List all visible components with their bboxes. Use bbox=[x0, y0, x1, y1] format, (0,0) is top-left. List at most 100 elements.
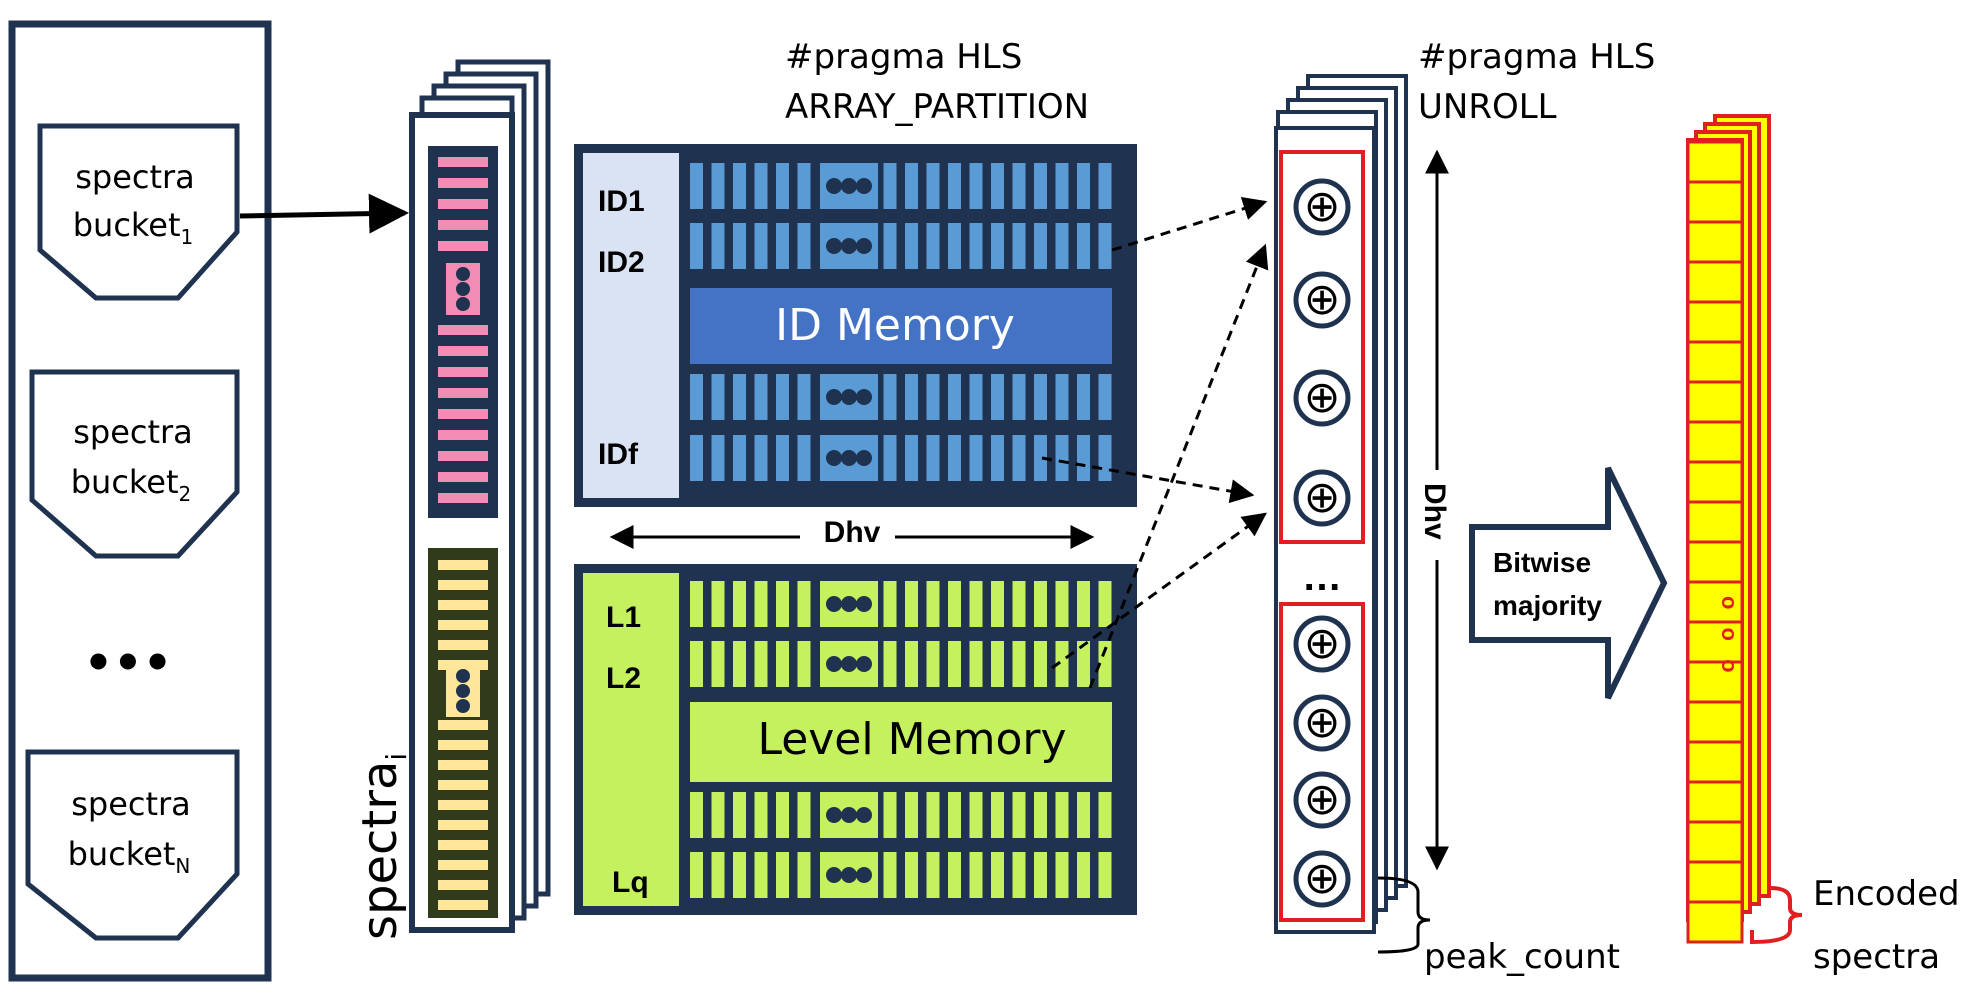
level-memory-bar bbox=[733, 641, 746, 687]
encoded-cell bbox=[1686, 740, 1744, 784]
dhv-vertical-label: Dhv bbox=[1418, 483, 1451, 540]
level-memory-bar bbox=[905, 852, 918, 898]
id-memory-bar bbox=[711, 374, 725, 420]
id-memory-dot bbox=[826, 238, 842, 254]
id-memory-dot bbox=[841, 389, 857, 405]
id-memory-bar bbox=[883, 374, 897, 420]
level-memory-bar bbox=[711, 792, 725, 838]
id-memory-bar bbox=[1012, 223, 1026, 269]
level-memory-dot bbox=[856, 807, 872, 823]
yellow-dot bbox=[456, 684, 470, 698]
level-memory-label-column bbox=[583, 573, 679, 906]
level-memory-bar bbox=[1098, 581, 1112, 627]
bucket-1-label: spectra bbox=[75, 158, 195, 196]
id-memory-bar bbox=[1034, 435, 1047, 481]
pink-bar bbox=[438, 346, 488, 356]
level-memory-title-box bbox=[690, 702, 1112, 782]
plus-icon: ⊕ bbox=[1304, 181, 1341, 232]
id-memory-bar bbox=[905, 435, 918, 481]
pink-bar bbox=[438, 451, 488, 461]
majority-label: majority bbox=[1493, 590, 1602, 621]
adder-ellipsis: … bbox=[1302, 555, 1342, 599]
yellow-bar bbox=[438, 720, 488, 730]
id-memory-bar bbox=[711, 435, 725, 481]
level-memory-bar bbox=[797, 852, 811, 898]
level-memory-bar bbox=[711, 581, 725, 627]
svg-text:bucket1: bucket1 bbox=[73, 206, 194, 249]
level-memory-bar bbox=[969, 641, 983, 687]
level-memory-bar bbox=[883, 792, 897, 838]
level-memory-bar bbox=[1098, 641, 1112, 687]
level-memory-bar bbox=[883, 581, 897, 627]
id-memory-dot bbox=[826, 389, 842, 405]
id-memory-label-column bbox=[583, 153, 679, 498]
level-memory-bar bbox=[1012, 792, 1026, 838]
level-memory-bar bbox=[1077, 641, 1090, 687]
encoded-cell bbox=[1686, 540, 1744, 584]
level-memory-bar bbox=[1034, 581, 1047, 627]
level-memory-bar bbox=[690, 852, 703, 898]
encoded-cell bbox=[1686, 700, 1744, 744]
encoded-cell bbox=[1686, 220, 1744, 264]
encoded-cell bbox=[1686, 820, 1744, 864]
spectra-i-subscript: i bbox=[380, 753, 413, 761]
encoded-spectra-stack: o o o bbox=[1686, 114, 1771, 944]
id-memory-bar bbox=[754, 163, 768, 209]
id-memory-bar bbox=[1034, 223, 1047, 269]
id-memory-bar bbox=[690, 163, 703, 209]
adder-circle bbox=[1293, 469, 1351, 527]
id-memory-bar bbox=[1012, 435, 1026, 481]
bucket-2-word: bucket bbox=[71, 463, 179, 501]
id-memory-bar bbox=[1077, 435, 1090, 481]
id-memory-bar bbox=[797, 374, 811, 420]
yellow-bar bbox=[438, 800, 488, 810]
level-memory-bar bbox=[754, 792, 768, 838]
pink-bar bbox=[438, 367, 488, 377]
id-memory-bar bbox=[926, 163, 940, 209]
encoded-cells bbox=[1686, 140, 1744, 944]
adder-stack: ⊕⊕⊕⊕⊕⊕⊕⊕ … bbox=[1274, 74, 1408, 934]
encoded-cell bbox=[1686, 380, 1744, 424]
id-memory-bar bbox=[883, 223, 897, 269]
adder-circle bbox=[1293, 271, 1351, 329]
id-memory-bar bbox=[905, 374, 918, 420]
id-memory-bar bbox=[690, 223, 703, 269]
id-memory-bar bbox=[754, 223, 768, 269]
id-memory-title-box bbox=[690, 288, 1112, 364]
level-memory-bar bbox=[1055, 792, 1069, 838]
id-memory-bar bbox=[926, 223, 940, 269]
level-memory-dot bbox=[841, 596, 857, 612]
plus-icon: ⊕ bbox=[1304, 472, 1341, 523]
level-memory-bar bbox=[776, 641, 789, 687]
id-memory-bar bbox=[1098, 374, 1112, 420]
id-memory-bar bbox=[991, 223, 1004, 269]
level-memory-bar bbox=[1055, 852, 1069, 898]
plus-icon: ⊕ bbox=[1304, 853, 1341, 904]
level-memory-bar bbox=[797, 641, 811, 687]
level-memory-bar bbox=[711, 641, 725, 687]
bucket-n-subscript: N bbox=[175, 854, 190, 878]
encoded-cell bbox=[1686, 900, 1744, 944]
level-memory-bar bbox=[1034, 792, 1047, 838]
level-memory-bar bbox=[733, 792, 746, 838]
id-memory-dot bbox=[841, 238, 857, 254]
level-memory: Level Memory L1 L2 Lq bbox=[574, 564, 1137, 915]
id-memory-bar bbox=[797, 435, 811, 481]
encoded-cell bbox=[1686, 460, 1744, 504]
id-memory-bar bbox=[991, 435, 1004, 481]
yellow-bar bbox=[438, 580, 488, 590]
level-memory-bar bbox=[1098, 852, 1112, 898]
level-memory-bar bbox=[991, 792, 1004, 838]
level-memory-bar bbox=[733, 852, 746, 898]
id-memory-bar bbox=[776, 374, 789, 420]
level-memory-bar bbox=[905, 581, 918, 627]
id-memory-bar bbox=[991, 374, 1004, 420]
encoded-cell bbox=[1686, 420, 1744, 464]
level-memory-dot bbox=[856, 596, 872, 612]
bitwise-label: Bitwise bbox=[1493, 547, 1591, 578]
id-memory-bar bbox=[776, 223, 789, 269]
encoded-cell bbox=[1686, 260, 1744, 304]
plus-icon: ⊕ bbox=[1304, 774, 1341, 825]
pink-bar bbox=[438, 409, 488, 419]
